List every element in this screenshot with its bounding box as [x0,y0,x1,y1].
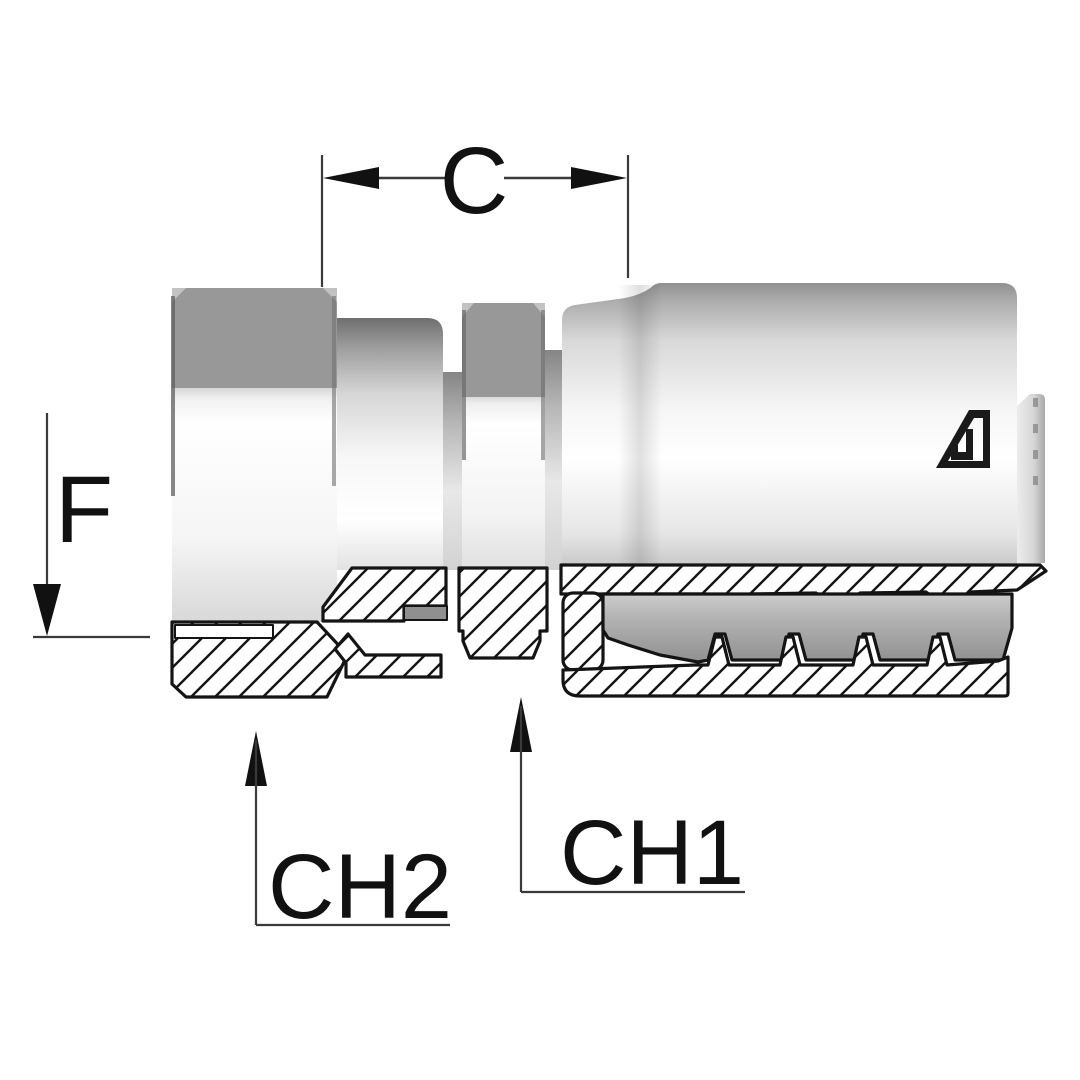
fitting-outside-view [171,283,1045,622]
snap-ring-groove [403,605,448,621]
dimension-ch2-label: CH2 [268,836,452,938]
insert-tube-section [561,635,1010,698]
c-arrow-left [323,167,379,189]
hex-two [462,303,545,568]
ferrule-serrations [601,592,1014,664]
thread-window [174,624,274,639]
dimension-c-label: C [440,128,509,234]
hex-nut [171,288,337,622]
fitting-section-view [170,563,1048,699]
alfagomma-logo-icon [936,410,990,468]
collar-cylinder [337,318,443,570]
dimension-c: C [320,128,630,287]
dimension-f-label: F [55,457,113,563]
ferrule-collar-section [561,591,605,672]
c-arrow-right [571,167,627,189]
dimension-ch1-label: CH1 [560,802,744,904]
neck-groove-1 [443,372,462,570]
f-arrow-down [33,584,61,636]
nut-section [170,620,346,699]
dimension-ch1: CH1 [510,697,745,904]
ferrule-wall-section [559,563,1048,599]
dimension-f: F [33,413,150,639]
crimp-shell [562,283,1017,567]
stem-flange-section [333,632,443,679]
hex-block-section [457,566,549,660]
neck-groove-2 [545,350,562,570]
dimension-ch2: CH2 [245,731,452,938]
shell-skirt [1017,394,1045,563]
